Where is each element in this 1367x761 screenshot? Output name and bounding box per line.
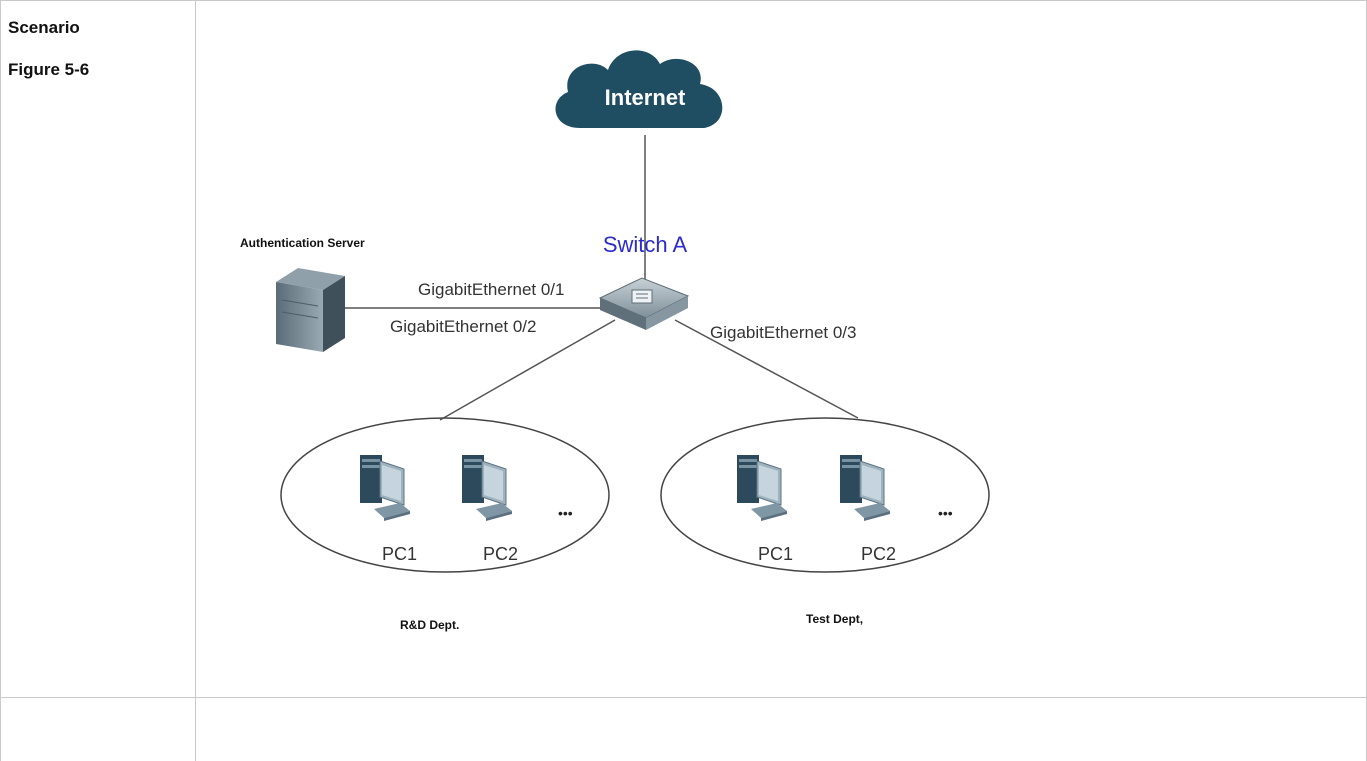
test-pc2-icon xyxy=(839,454,891,522)
rd-pc1-icon xyxy=(359,454,411,522)
authentication-server-icon xyxy=(276,268,345,352)
rd-dept-group xyxy=(280,417,610,573)
table-border-left xyxy=(0,0,1,761)
test-dept-group xyxy=(660,417,990,573)
rd-pc2-icon xyxy=(461,454,513,522)
rd-pc1-label: PC1 xyxy=(382,544,417,564)
link-switch-test xyxy=(674,319,859,419)
rd-pc2-label: PC2 xyxy=(483,544,518,564)
switch-label: Switch A xyxy=(603,232,688,257)
switch-icon xyxy=(598,277,690,330)
table-column-divider xyxy=(195,0,196,761)
section-label: Scenario xyxy=(8,18,80,37)
figure-label: Figure 5-6 xyxy=(8,60,90,79)
rd-more-indicator: ••• xyxy=(558,505,573,521)
port-label-0-1: GigabitEthernet 0/1 xyxy=(418,280,564,299)
table-border-top xyxy=(0,0,1367,1)
cloud-label: Internet xyxy=(605,85,686,110)
internet-cloud-icon xyxy=(555,50,723,129)
port-label-0-2: GigabitEthernet 0/2 xyxy=(390,317,536,336)
test-more-indicator: ••• xyxy=(938,505,953,521)
test-dept-label: Test Dept, xyxy=(806,612,863,626)
test-pc1-label: PC1 xyxy=(758,544,793,564)
rd-dept-label: R&D Dept. xyxy=(400,618,459,632)
table-row-divider xyxy=(0,697,1367,698)
server-label: Authentication Server xyxy=(240,236,365,250)
port-label-0-3: GigabitEthernet 0/3 xyxy=(710,323,856,342)
test-pc1-icon xyxy=(736,454,788,522)
link-switch-rd xyxy=(439,319,616,421)
test-pc2-label: PC2 xyxy=(861,544,896,564)
